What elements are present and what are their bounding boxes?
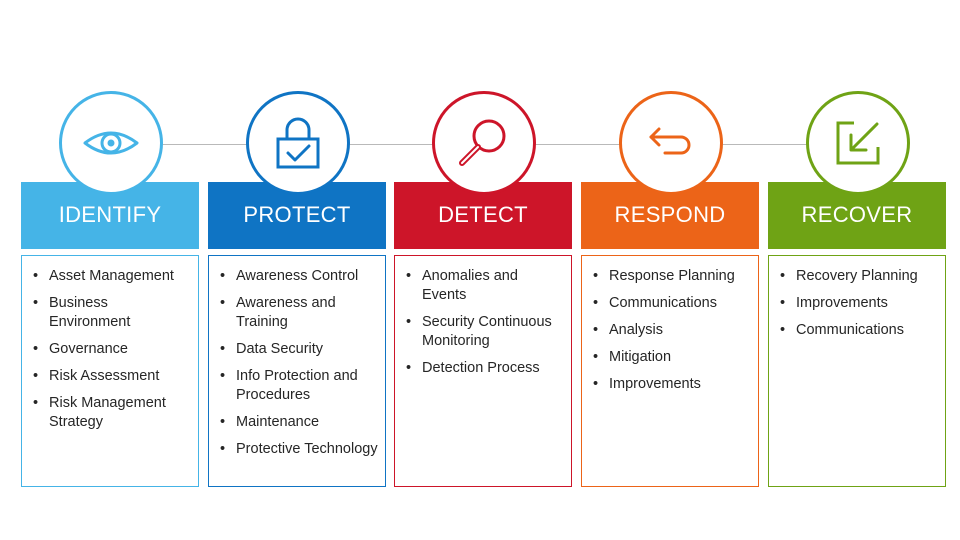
identify-list: Asset ManagementBusiness EnvironmentGove… — [22, 256, 198, 432]
identify-header: IDENTIFY — [21, 182, 199, 249]
protect-icon-circle — [246, 91, 350, 195]
column-recover: RECOVER Recovery PlanningImprovementsCom… — [768, 0, 946, 540]
protect-list-item: Info Protection and Procedures — [217, 367, 379, 405]
column-detect: DETECT Anomalies and EventsSecurity Cont… — [394, 0, 572, 540]
respond-list-box: Response PlanningCommunicationsAnalysisM… — [581, 255, 759, 487]
protect-list-item: Awareness and Training — [217, 294, 379, 332]
eye-icon — [83, 131, 139, 155]
recover-list: Recovery PlanningImprovementsCommunicati… — [769, 256, 945, 340]
recover-list-box: Recovery PlanningImprovementsCommunicati… — [768, 255, 946, 487]
identify-list-item: Business Environment — [30, 294, 192, 332]
column-protect: PROTECT Awareness ControlAwareness and T… — [208, 0, 386, 540]
respond-icon-circle — [619, 91, 723, 195]
column-identify: IDENTIFY Asset ManagementBusiness Enviro… — [21, 0, 199, 540]
respond-list-item: Improvements — [590, 375, 752, 394]
return-arrow-icon — [649, 127, 691, 155]
identify-list-item: Asset Management — [30, 267, 192, 286]
protect-list-item: Maintenance — [217, 413, 379, 432]
detect-list-item: Detection Process — [403, 359, 565, 378]
detect-title: DETECT — [438, 202, 528, 227]
protect-title: PROTECT — [243, 202, 351, 227]
identify-list-item: Governance — [30, 340, 192, 359]
detect-list-item: Security Continuous Monitoring — [403, 313, 565, 351]
respond-list-item: Communications — [590, 294, 752, 313]
detect-list-item: Anomalies and Events — [403, 267, 565, 305]
detect-icon-circle — [432, 91, 536, 195]
respond-list: Response PlanningCommunicationsAnalysisM… — [582, 256, 758, 394]
recover-list-item: Improvements — [777, 294, 939, 313]
respond-list-item: Mitigation — [590, 348, 752, 367]
restore-arrow-icon — [836, 121, 880, 165]
respond-list-item: Response Planning — [590, 267, 752, 286]
protect-list-item: Protective Technology — [217, 440, 379, 459]
column-respond: RESPOND Response PlanningCommunicationsA… — [581, 0, 759, 540]
padlock-icon — [276, 117, 320, 169]
respond-list-item: Analysis — [590, 321, 752, 340]
identify-title: IDENTIFY — [58, 202, 162, 227]
recover-list-item: Communications — [777, 321, 939, 340]
identify-list-box: Asset ManagementBusiness EnvironmentGove… — [21, 255, 199, 487]
respond-title: RESPOND — [614, 202, 726, 227]
identify-list-item: Risk Assessment — [30, 367, 192, 386]
identify-icon-circle — [59, 91, 163, 195]
protect-list: Awareness ControlAwareness and TrainingD… — [209, 256, 385, 459]
magnifier-icon — [459, 119, 506, 166]
protect-list-item: Awareness Control — [217, 267, 379, 286]
identify-list-item: Risk Management Strategy — [30, 394, 192, 432]
recover-list-item: Recovery Planning — [777, 267, 939, 286]
recover-title: RECOVER — [801, 202, 913, 227]
protect-list-box: Awareness ControlAwareness and TrainingD… — [208, 255, 386, 487]
protect-list-item: Data Security — [217, 340, 379, 359]
detect-list-box: Anomalies and EventsSecurity Continuous … — [394, 255, 572, 487]
detect-list: Anomalies and EventsSecurity Continuous … — [395, 256, 571, 378]
recover-icon-circle — [806, 91, 910, 195]
